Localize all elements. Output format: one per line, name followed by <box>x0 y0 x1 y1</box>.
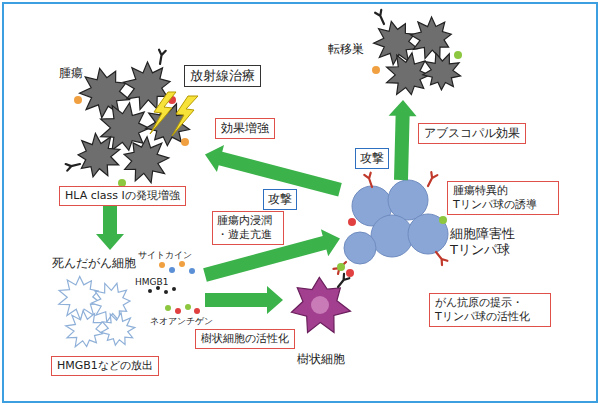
receptor-symbol <box>428 172 437 186</box>
box-label: HMGB1などの放出 <box>57 359 153 373</box>
antigen-dot <box>74 96 82 104</box>
receptor-symbol <box>364 173 372 187</box>
neoantigen-dot <box>194 308 200 314</box>
arrow-label: 攻撃 <box>355 148 389 169</box>
lightning-bolt <box>172 96 198 136</box>
box-label: 放射線治療 <box>190 68 255 84</box>
antigen-dot <box>181 138 189 146</box>
cytokine-dot <box>169 267 175 273</box>
neoantigen-dot <box>185 304 191 310</box>
antigen-dot <box>337 263 345 271</box>
neoantigen-dot <box>175 308 181 314</box>
tumor-cell <box>80 68 130 117</box>
molecule-label: HMGB1 <box>135 277 168 288</box>
dead-cancer-cell <box>101 313 135 346</box>
box-label: がん抗原の提示・ Tリンパ球の活性化 <box>435 296 545 324</box>
antigen-dot <box>454 51 462 59</box>
box-label: 腫瘍特異的 Tリンパ球の誘導 <box>453 184 553 212</box>
t-cell <box>408 214 448 254</box>
region-label: 転移巣 <box>328 42 364 57</box>
receptor-symbol <box>375 10 384 24</box>
hmgb1-dot <box>164 290 168 294</box>
process-box: 放射線治療 <box>184 65 261 87</box>
antigen-dot <box>372 66 380 74</box>
metastasis-region: 転移巣 <box>325 20 460 100</box>
region-label: 細胞障害性 Tリンパ球 <box>450 226 540 259</box>
molecule-label: サイトカイン <box>138 250 192 261</box>
antigen-dot <box>439 216 447 224</box>
cell-group <box>59 10 462 347</box>
metastasis-cell <box>423 53 461 90</box>
metastasis-cell <box>387 53 430 95</box>
box-label: 効果増強 <box>221 121 269 136</box>
receptor-symbol <box>436 252 447 265</box>
tumor-region: 腫瘍 <box>55 62 205 180</box>
antigen-dot <box>348 218 356 226</box>
neoantigen-dot <box>165 305 171 311</box>
box-label: アブスコパル効果 <box>424 126 520 141</box>
cytokine-dot <box>179 261 185 267</box>
hmgb1-dot <box>172 287 176 291</box>
dead-cell-region: 死んだがん細胞 <box>50 250 205 350</box>
arrow-label: 腫瘍内浸潤・遊走亢進 <box>212 211 284 245</box>
molecule-label: ネオアンチゲン <box>150 316 213 327</box>
dendritic-cell <box>291 277 350 332</box>
metastasis-cell <box>411 17 452 59</box>
effect-box: HLA class Iの発現増強 <box>59 186 186 206</box>
dendritic-cell-region: 樹状細胞 <box>283 268 358 368</box>
t-cell <box>388 180 428 220</box>
region-label: 死んだがん細胞 <box>52 256 136 271</box>
receptor-symbol <box>66 164 80 171</box>
receptor-symbol <box>159 50 166 64</box>
flow-arrow <box>205 286 283 314</box>
effect-box: 樹状細胞の活性化 <box>195 329 295 349</box>
region-label: 腫瘍 <box>59 66 83 81</box>
dendritic-nucleus <box>311 296 329 314</box>
flow-arrow <box>96 206 124 250</box>
hmgb1-dot <box>148 289 152 293</box>
lightning-bolt <box>150 92 176 134</box>
dead-cancer-cell <box>66 311 103 347</box>
box-label: 樹状細胞の活性化 <box>201 332 289 346</box>
tumor-cell <box>124 137 169 183</box>
effect-box: がん抗原の提示・ Tリンパ球の活性化 <box>429 293 551 327</box>
region-label: 樹状細胞 <box>297 352 345 367</box>
antigen-dot <box>346 269 354 277</box>
receptor-symbol <box>333 262 346 274</box>
effect-box: 効果増強 <box>215 118 275 139</box>
tumor-cell <box>78 133 120 176</box>
effect-box: アブスコパル効果 <box>418 123 526 144</box>
flow-arrow <box>389 100 417 180</box>
arrow-label: 攻撃 <box>263 189 297 210</box>
effect-box: HMGB1などの放出 <box>51 356 159 376</box>
cytokine-dot <box>189 268 195 274</box>
t-cell <box>371 215 413 257</box>
box-label: HLA class Iの発現増強 <box>65 189 180 203</box>
t-cell <box>344 232 376 264</box>
frame <box>3 3 597 402</box>
cytokine-dot <box>159 262 165 268</box>
effect-box: 腫瘍特異的 Tリンパ球の誘導 <box>447 181 559 215</box>
